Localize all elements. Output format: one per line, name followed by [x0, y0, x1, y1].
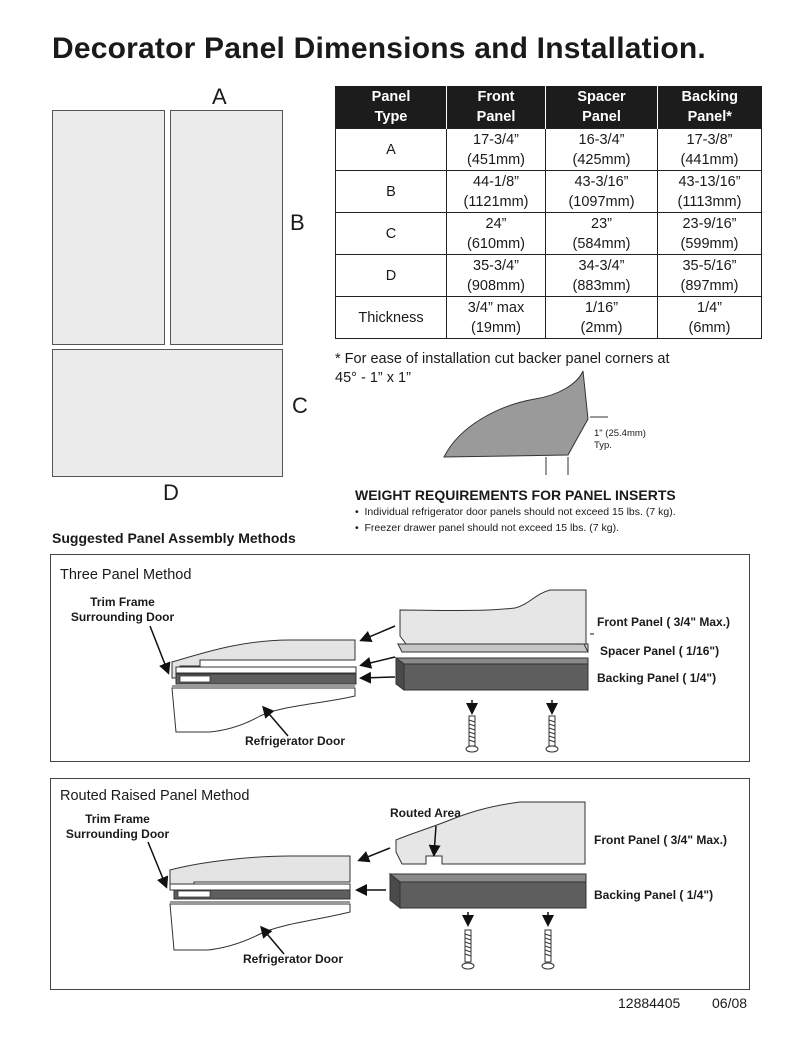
screw-icon [461, 912, 475, 970]
refrigerator-door-label: Refrigerator Door [243, 952, 344, 966]
three-panel-method-title: Three Panel Method [60, 567, 192, 583]
screw-icon [541, 912, 555, 970]
spacer-panel-label: Spacer Panel ( 1/16") [600, 644, 720, 658]
routed-panel-method-box [50, 778, 750, 990]
table-row: D 35-3/4”(908mm) 34-3/4”(883mm) 35-5/16”… [335, 254, 762, 297]
cell-backing: 23-9/16”(599mm) [657, 212, 762, 255]
cell-backing: 17-3/8”(441mm) [657, 128, 762, 171]
cell-type: Thickness [335, 296, 447, 339]
cell-type: D [335, 254, 447, 297]
front-panel-label: Front Panel ( 3/4" Max.) [597, 615, 731, 629]
table-row: A 17-3/4”(451mm) 16-3/4”(425mm) 17-3/8”(… [335, 128, 762, 171]
cell-front: 24”(610mm) [446, 212, 546, 255]
assembly-methods-title: Suggested Panel Assembly Methods [52, 530, 296, 546]
refrigerator-door-label: Refrigerator Door [245, 734, 346, 748]
cell-spacer: 23”(584mm) [545, 212, 658, 255]
front-panel-label: Front Panel ( 3/4" Max.) [594, 833, 728, 847]
trim-frame-label: Trim Frame Surrounding Door [70, 595, 175, 624]
cell-backing: 35-5/16”(897mm) [657, 254, 762, 297]
backing-panel-label: Backing Panel ( 1/4") [597, 671, 717, 685]
cell-front: 35-3/4”(908mm) [446, 254, 546, 297]
corner-cut-illustration [443, 370, 608, 475]
document-number: 12884405 [618, 995, 681, 1011]
panel-a [52, 110, 165, 345]
cell-type: B [335, 170, 447, 213]
panel-c-d [52, 349, 283, 477]
cell-spacer: 1/16”(2mm) [545, 296, 658, 339]
page-title: Decorator Panel Dimensions and Installat… [52, 32, 706, 65]
cell-backing: 43-13/16”(1113mm) [657, 170, 762, 213]
table-row: Thickness 3/4” max(19mm) 1/16”(2mm) 1/4”… [335, 296, 762, 339]
three-panel-method-box [50, 554, 750, 762]
screw-icon [545, 700, 559, 753]
screw-icon [465, 700, 479, 753]
three-panel-diagram [149, 589, 594, 753]
cell-front: 44-1/8”(1121mm) [446, 170, 546, 213]
cell-backing: 1/4”(6mm) [657, 296, 762, 339]
panel-label-c: C [292, 393, 308, 418]
panel-label-d: D [163, 480, 179, 505]
cell-spacer: 16-3/4”(425mm) [545, 128, 658, 171]
routed-area-label: Routed Area [390, 806, 461, 820]
document-date: 06/08 [712, 995, 748, 1011]
weight-requirements-title: WEIGHT REQUIREMENTS FOR PANEL INSERTS [355, 487, 676, 503]
table-row: C 24”(610mm) 23”(584mm) 23-9/16”(599mm) [335, 212, 762, 255]
cell-type: A [335, 128, 447, 171]
panel-label-a: A [212, 84, 227, 109]
routed-panel-method-title: Routed Raised Panel Method [60, 788, 250, 804]
panel-label-b: B [290, 210, 305, 235]
cell-spacer: 43-3/16”(1097mm) [545, 170, 658, 213]
corner-cut-note: * For ease of installation cut backer pa… [335, 351, 670, 386]
cell-front: 17-3/4”(451mm) [446, 128, 546, 171]
panel-b [170, 110, 283, 345]
cell-front: 3/4” max(19mm) [446, 296, 546, 339]
corner-dimension-label: 1" (25.4mm) Typ. [594, 428, 646, 451]
table-row: B 44-1/8”(1121mm) 43-3/16”(1097mm) 43-13… [335, 170, 762, 213]
weight-bullet: • Freezer drawer panel should not exceed… [355, 522, 619, 534]
cell-type: C [335, 212, 447, 255]
backing-panel-label: Backing Panel ( 1/4") [594, 888, 714, 902]
weight-bullet: • Individual refrigerator door panels sh… [355, 506, 676, 518]
trim-frame-label: Trim Frame Surrounding Door [65, 812, 170, 841]
cell-spacer: 34-3/4”(883mm) [545, 254, 658, 297]
routed-panel-diagram [147, 801, 587, 970]
